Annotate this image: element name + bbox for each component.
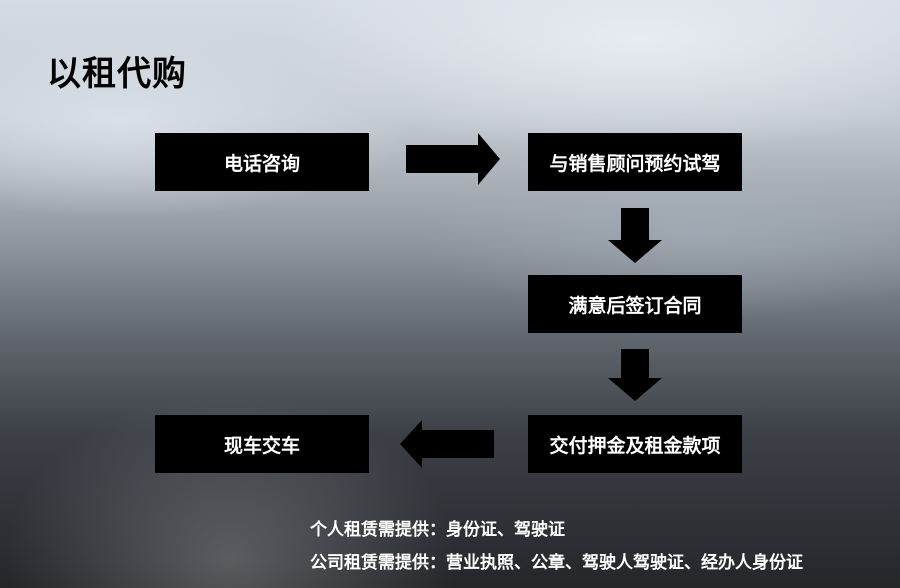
company-requirements-text: 公司租赁需提供：营业执照、公章、驾驶人驾驶证、经办人身份证 [310, 553, 803, 573]
page-title: 以租代购 [47, 54, 187, 94]
flow-step-pay-deposit: 交付押金及租金款项 [528, 415, 742, 473]
arrow-right-icon [406, 133, 500, 185]
flow-step-phone-consult: 电话咨询 [155, 133, 369, 191]
flow-step-label: 交付押金及租金款项 [549, 434, 721, 457]
flow-step-car-delivery: 现车交车 [155, 415, 369, 473]
personal-requirements-text: 个人租赁需提供：身份证、驾驶证 [310, 520, 565, 540]
arrow-down-icon [608, 208, 662, 263]
flow-step-label: 现车交车 [223, 434, 300, 457]
arrow-left-icon [400, 420, 494, 468]
flow-step-sign-contract: 满意后签订合同 [528, 275, 742, 333]
flow-step-test-drive: 与销售顾问预约试驾 [528, 133, 742, 191]
flow-step-label: 与销售顾问预约试驾 [549, 152, 721, 175]
arrow-down-icon [608, 349, 662, 401]
flow-step-label: 电话咨询 [223, 152, 300, 175]
flow-step-label: 满意后签订合同 [568, 294, 702, 317]
